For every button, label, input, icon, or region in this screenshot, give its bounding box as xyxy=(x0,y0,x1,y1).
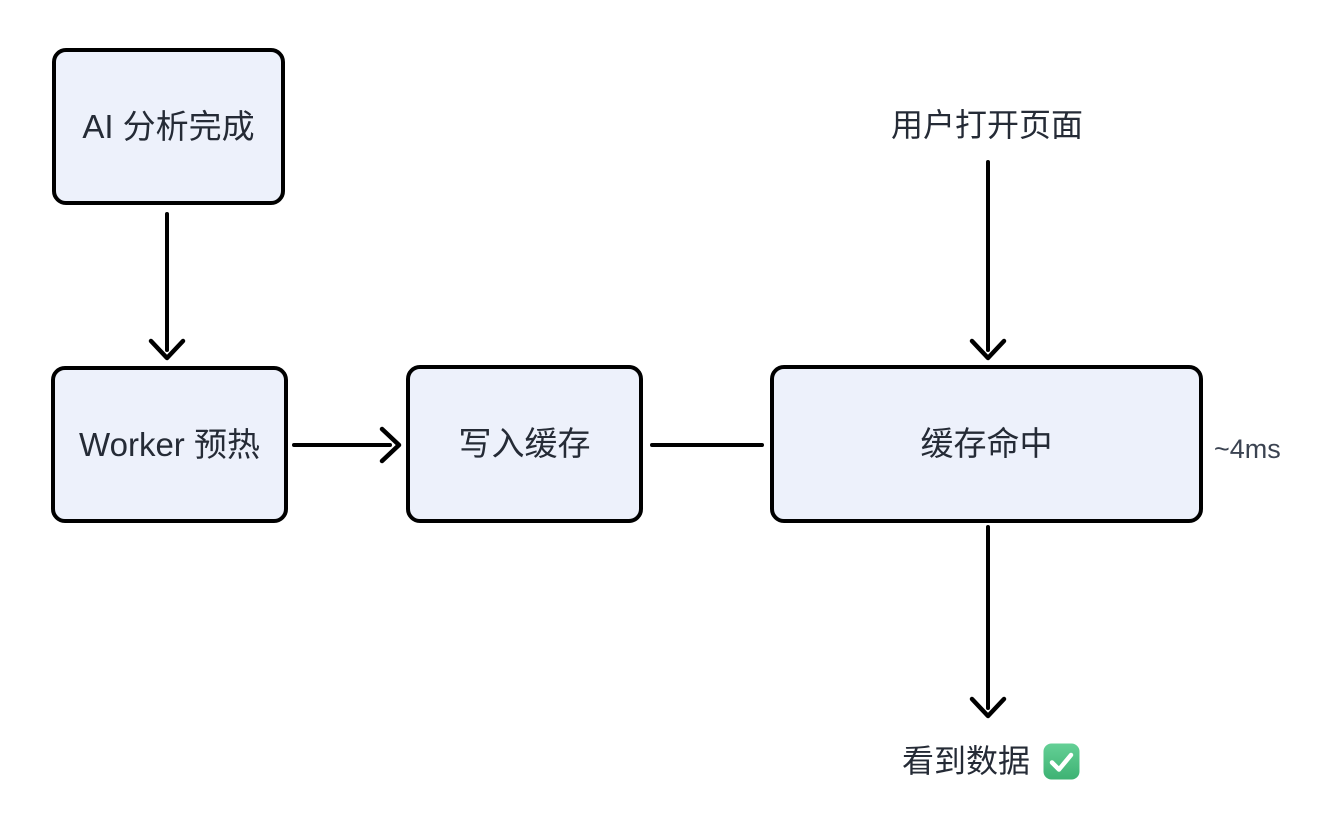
see-data-text: 看到数据 xyxy=(901,743,1031,779)
node-write-cache: 写入缓存 xyxy=(406,365,643,523)
check-icon xyxy=(1043,743,1080,780)
label-see-data: 看到数据 xyxy=(902,742,1080,780)
node-cache-hit: 缓存命中 xyxy=(770,365,1203,523)
node-worker-warmup: Worker 预热 xyxy=(51,366,288,523)
node-label: 缓存命中 xyxy=(920,425,1053,463)
node-label: AI 分析完成 xyxy=(82,107,255,145)
edge-cache-to-see xyxy=(969,525,1007,719)
label-latency: ~4ms xyxy=(1214,434,1281,464)
node-label: Worker 预热 xyxy=(79,425,260,463)
edge-worker-to-write xyxy=(292,426,402,464)
edge-user-to-cache xyxy=(969,160,1007,361)
edge-ai-to-worker xyxy=(148,212,186,361)
node-label: 写入缓存 xyxy=(458,425,591,463)
node-ai-analysis-done: AI 分析完成 xyxy=(52,48,285,205)
label-user-opens-page: 用户打开页面 xyxy=(890,107,1084,143)
